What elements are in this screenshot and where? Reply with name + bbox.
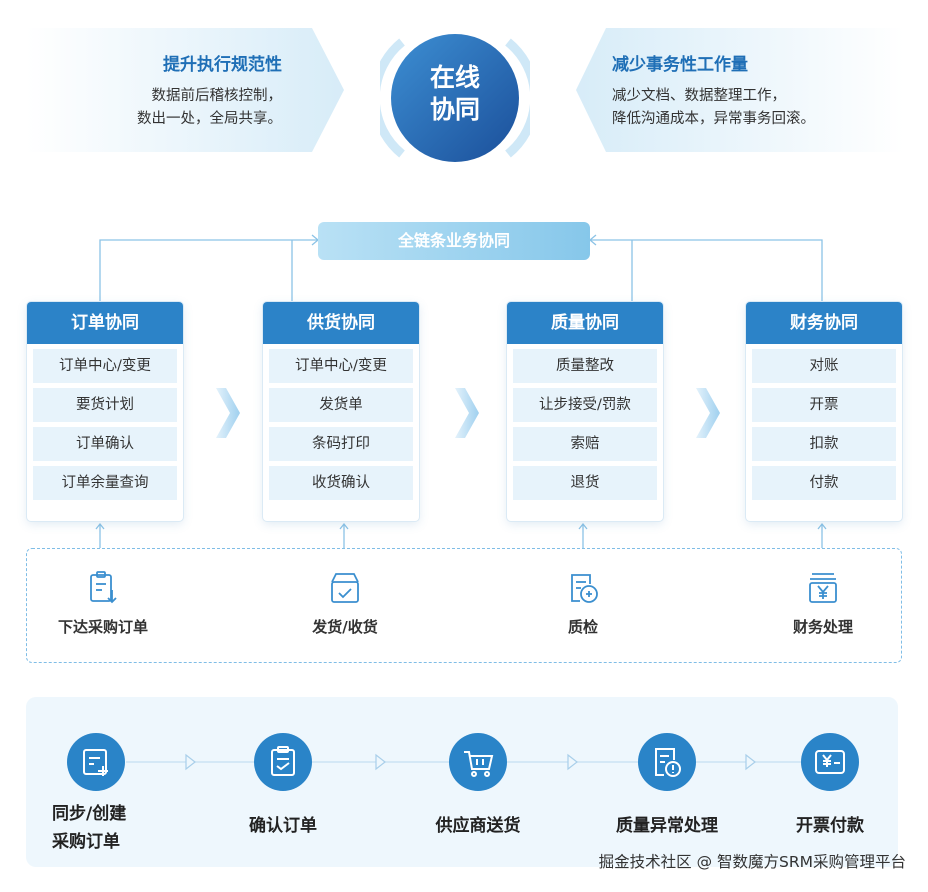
banner-right-shape: [576, 28, 904, 152]
chevron-right-icon: [216, 388, 240, 438]
card-order-collab: 订单协同 订单中心/变更 要货计划 订单确认 订单余量查询: [27, 302, 183, 521]
card-supply-collab: 供货协同 订单中心/变更 发货单 条码打印 收货确认: [263, 302, 419, 521]
circle-line-1: 在线: [429, 63, 480, 92]
card-item: 发货单: [269, 388, 413, 422]
banner-left-title: 提升执行规范性: [163, 55, 282, 75]
online-collab-circle: 在线 协同: [370, 28, 540, 168]
step-label: 开票付款: [796, 816, 864, 836]
card-item: 条码打印: [269, 427, 413, 461]
finance-yen-icon: [809, 573, 837, 603]
banner-left-line-2: 数出一处，全局共享。: [137, 111, 282, 127]
invoice-yen-icon: [815, 750, 845, 774]
step-label: 供应商送货: [435, 816, 521, 836]
banner-left-shape: [26, 28, 344, 152]
card-item: 订单中心/变更: [33, 349, 177, 383]
action-place-order: 下达采购订单: [48, 570, 158, 637]
action-label: 财务处理: [792, 618, 853, 636]
card-item: 付款: [752, 466, 896, 500]
card-title: 财务协同: [746, 302, 902, 344]
action-ship-receive: 发货/收货: [290, 570, 400, 637]
step-label: 确认订单: [249, 816, 317, 836]
card-item: 对账: [752, 349, 896, 383]
card-quality-collab: 质量协同 质量整改 让步接受/罚款 索赔 退货: [507, 302, 663, 521]
card-item: 开票: [752, 388, 896, 422]
cart-icon: [464, 751, 494, 777]
banner-left-line-1: 数据前后稽核控制，: [151, 88, 283, 104]
card-item: 收货确认: [269, 466, 413, 500]
banner-right-line-2: 降低沟通成本，异常事务回滚。: [612, 111, 815, 127]
package-box-icon: [331, 573, 359, 603]
banner-workload: 减少事务性工作量 减少文档、数据整理工作， 降低沟通成本，异常事务回滚。: [576, 28, 904, 152]
card-item: 订单确认: [33, 427, 177, 461]
card-finance-collab: 财务协同 对账 开票 扣款 付款: [746, 302, 902, 521]
card-item: 索赔: [513, 427, 657, 461]
card-item: 要货计划: [33, 388, 177, 422]
banner-standardization: 提升执行规范性 数据前后稽核控制， 数出一处，全局共享。: [26, 28, 344, 152]
circle-line-2: 协同: [429, 95, 480, 124]
watermark-text: 掘金技术社区 @ 智数魔方SRM采购管理平台: [598, 853, 906, 871]
step-label-line-2: 采购订单: [52, 832, 120, 852]
create-order-icon: [83, 749, 108, 776]
card-title: 订单协同: [27, 302, 183, 344]
action-finance: 财务处理: [768, 570, 878, 637]
card-title: 质量协同: [507, 302, 663, 344]
card-item: 质量整改: [513, 349, 657, 383]
chevron-right-icon: [696, 388, 720, 438]
card-item: 订单中心/变更: [269, 349, 413, 383]
card-item: 订单余量查询: [33, 466, 177, 500]
clipboard-download-icon: [90, 571, 117, 604]
chevron-right-icon: [455, 388, 479, 438]
card-item: 扣款: [752, 427, 896, 461]
step-label-line-1: 同步/创建: [52, 804, 127, 824]
step-label: 质量异常处理: [616, 816, 718, 836]
action-label: 质检: [567, 618, 598, 636]
action-label: 发货/收货: [312, 618, 378, 636]
confirm-clipboard-icon: [271, 746, 295, 776]
actions-dashed-box: [26, 548, 902, 663]
card-item: 退货: [513, 466, 657, 500]
full-chain-collab-label: 全链条业务协同: [318, 222, 590, 260]
alert-doc-icon: [655, 748, 681, 777]
banner-right-line-1: 减少文档、数据整理工作，: [612, 88, 786, 104]
banner-right-title: 减少事务性工作量: [612, 55, 748, 75]
action-inspection: 质检: [528, 570, 638, 637]
card-item: 让步接受/罚款: [513, 388, 657, 422]
action-label: 下达采购订单: [57, 618, 148, 636]
inspection-doc-icon: [571, 574, 598, 603]
card-title: 供货协同: [263, 302, 419, 344]
